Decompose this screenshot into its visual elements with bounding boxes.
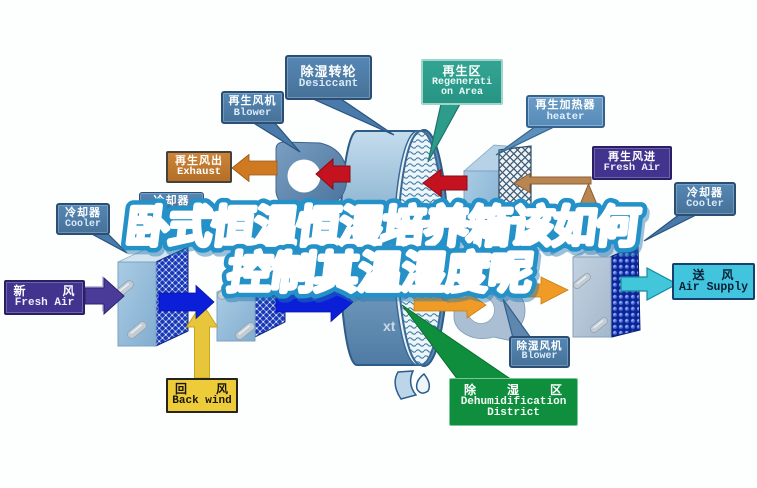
unit-a-stud-bottom <box>127 321 147 339</box>
label-desiccant: 除湿转轮 Desiccant <box>285 55 372 100</box>
return-air-arrow <box>185 302 219 379</box>
headline-1-outline: 卧式恒温恒湿培养箱该如何 <box>123 203 642 252</box>
unit-r-stud-top <box>573 273 591 289</box>
stud-highlight <box>130 324 143 335</box>
stud-body <box>127 321 147 339</box>
headline-2-shadow: 控制其温湿度呢 <box>227 253 537 302</box>
fresh-air-arrow <box>84 276 125 316</box>
headline-line-1: 卧式恒温恒湿培养箱该如何 卧式恒温恒湿培养箱该如何 卧式恒温恒湿培养箱该如何 <box>116 197 651 263</box>
exhaust-arrow <box>231 153 278 183</box>
water-droplet <box>415 372 431 394</box>
unit-heater <box>463 144 532 254</box>
headline-2-fill: 控制其温湿度呢 <box>225 249 535 298</box>
regen-inlet-arrow-vertical <box>578 182 599 227</box>
process-air-arrow-2 <box>275 281 354 323</box>
stud-highlight <box>593 319 604 329</box>
heater-front <box>463 170 500 253</box>
unit-r-stud-bottom <box>590 317 608 333</box>
unit-b-stud-bottom <box>235 322 255 340</box>
headline-line-2: 控制其温湿度呢 控制其温湿度呢 控制其温湿度呢 <box>218 243 544 309</box>
unit-b-stud-top <box>217 282 237 300</box>
wheel-curl-ribbon <box>394 370 418 400</box>
stud-body <box>590 317 608 333</box>
label-cooler-left: 冷却器 Cooler <box>56 203 110 235</box>
headline-1-fill: 卧式恒温恒湿培养箱该如何 <box>123 203 642 252</box>
label-exhaust: 再生风出 Exhaust <box>166 151 232 183</box>
dry-air-arrow-1 <box>413 291 487 319</box>
label-regeneration-area: 再生区 Regenerati on Area <box>421 59 503 105</box>
label-cooler-mid: 冷却器 <box>139 192 204 211</box>
regen-inlet-arrow-horizontal <box>513 172 592 194</box>
label-heater: 再生加热器 heater <box>526 95 605 128</box>
stud-body <box>217 282 237 300</box>
label-dehum-district: 除 湿 区 Dehumidification District <box>449 378 578 426</box>
label-back-wind: 回 风 Back wind <box>166 378 238 413</box>
label-fresh-air: 新 风 Fresh Air <box>4 280 85 315</box>
regen-air-arrow-wheel-to-blower <box>315 157 351 191</box>
stud-body <box>235 322 255 340</box>
label-regen-blower: 再生风机 Blower <box>221 91 284 124</box>
watermark-text: xt <box>383 318 396 334</box>
supply-air-arrow <box>620 267 679 301</box>
stud-body <box>573 273 591 289</box>
headline-2-outline: 控制其温湿度呢 <box>225 249 535 298</box>
label-regen-fresh-air: 再生风进 Fresh Air <box>592 146 672 180</box>
headline-1-shadow: 卧式恒温恒湿培养箱该如何 <box>125 207 644 256</box>
stud-highlight <box>117 283 130 294</box>
stud-highlight <box>576 275 587 285</box>
stud-highlight <box>238 325 251 336</box>
label-air-supply: 送 风 Air Supply <box>672 263 755 300</box>
process-air-arrow-1 <box>158 284 215 320</box>
label-cooler-right: 冷却器 Cooler <box>674 182 736 216</box>
label-dehum-blower: 除湿风机 Blower <box>509 336 570 368</box>
regen-blower-hole <box>287 159 321 193</box>
regen-air-arrow-heater-to-wheel <box>422 168 468 198</box>
stud-highlight <box>220 285 233 296</box>
regen-blower-shape <box>275 141 348 217</box>
heater-mesh <box>498 145 532 254</box>
dry-air-arrow-2 <box>512 276 569 305</box>
